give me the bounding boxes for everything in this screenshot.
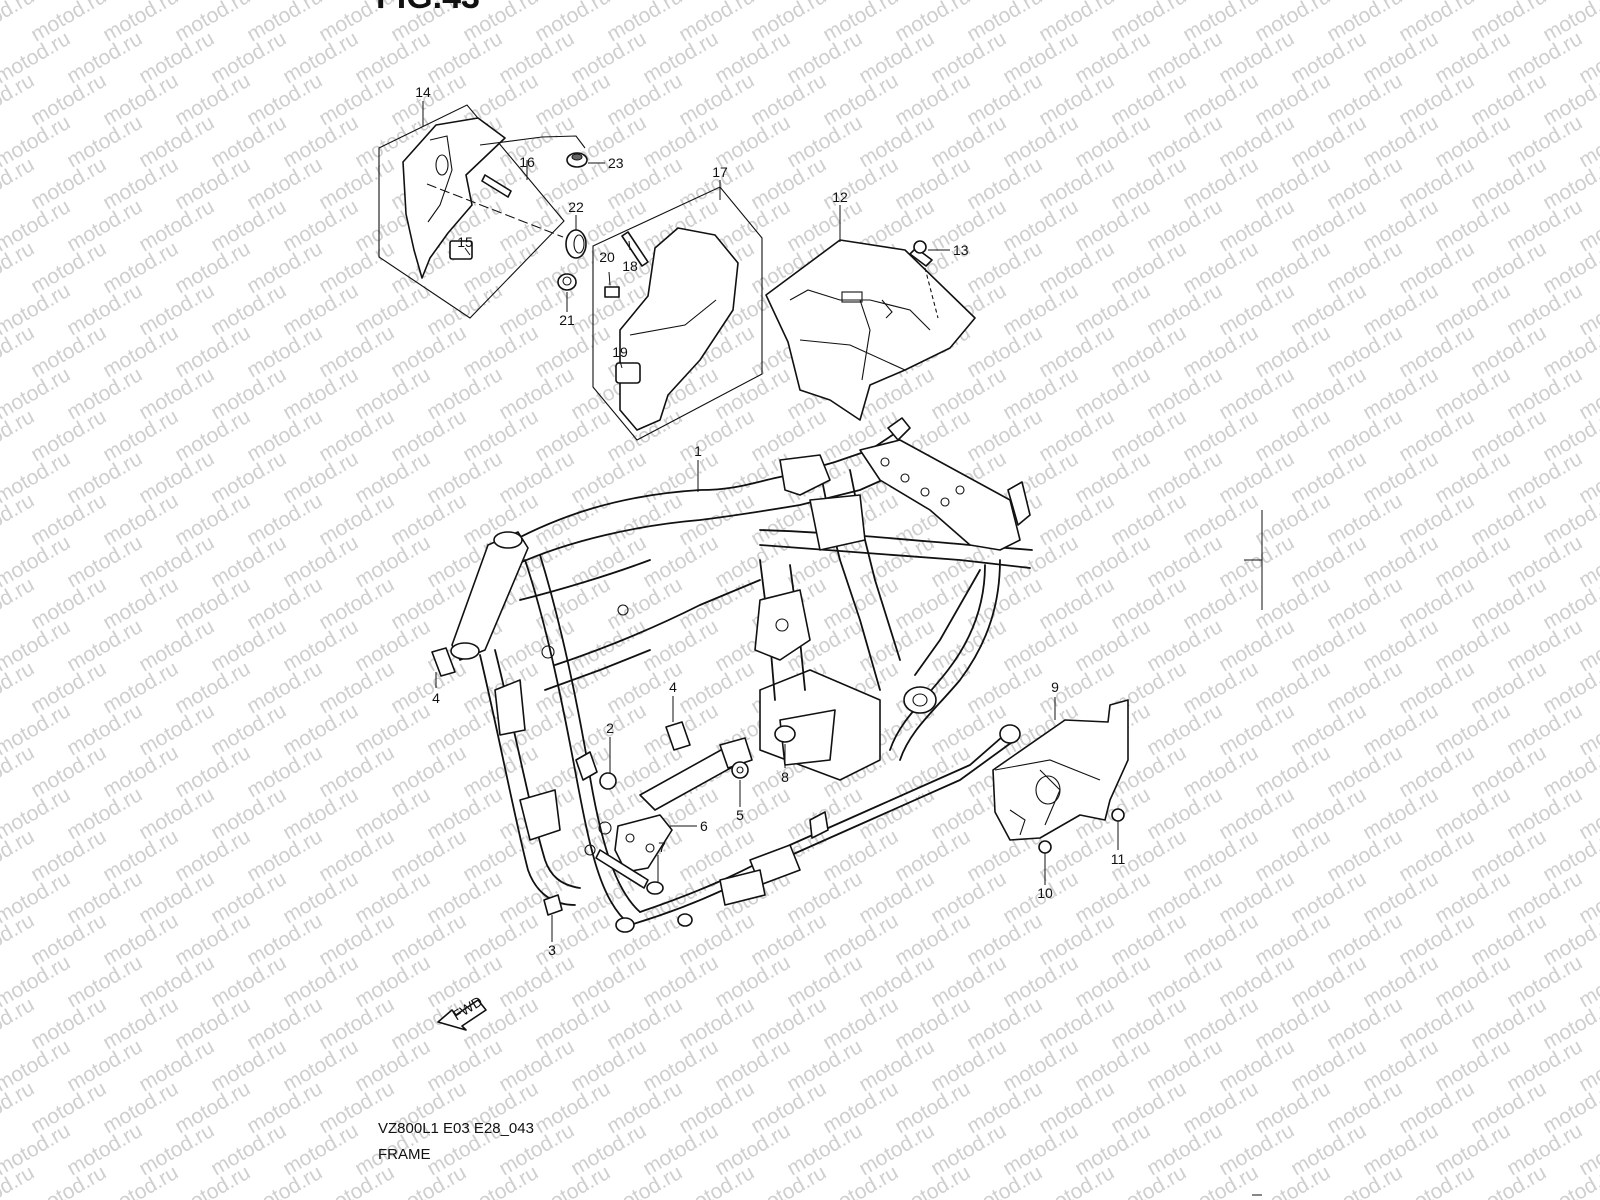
callout-21: 21 [559, 312, 575, 328]
part-5-nut [731, 761, 749, 779]
part-3-bolt [543, 894, 563, 916]
part-4-bolt-center [665, 721, 691, 751]
part-13-bolt [909, 247, 933, 267]
callout-11: 11 [1111, 851, 1126, 867]
callout-17: 17 [712, 164, 728, 180]
callout-9: 9 [1051, 679, 1059, 695]
callout-14: 14 [415, 84, 431, 100]
callout-18: 18 [622, 258, 638, 274]
part-8-spacer [774, 725, 796, 743]
callout-1: 1 [694, 443, 702, 459]
callout-23: 23 [608, 155, 624, 171]
callout-16: 16 [519, 154, 535, 170]
rear-crossmember [859, 439, 1021, 551]
part-15-block [449, 240, 473, 260]
callout-4-center: 4 [669, 679, 677, 695]
part-19-cushion [615, 362, 641, 384]
battery-case-group [765, 239, 976, 421]
callout-2: 2 [606, 720, 614, 736]
dash-axis-14 [426, 183, 564, 238]
callout-20: 20 [599, 249, 615, 265]
figure-title: FIG.43 [376, 0, 480, 17]
part-16-pin [481, 174, 512, 198]
callout-5: 5 [736, 807, 744, 823]
part-11-bolt [1111, 808, 1125, 822]
leader-lines [422, 101, 1119, 942]
callout-8: 8 [781, 769, 789, 785]
part-21-collar [557, 273, 577, 291]
part-9-bracket [992, 699, 1129, 841]
callout-12: 12 [832, 189, 848, 205]
watermark-text: motod.ru [1575, 0, 1600, 4]
callout-7: 7 [658, 839, 666, 855]
main-frame-group [450, 417, 1033, 933]
part-10-bolt [1038, 840, 1052, 854]
callout-4-left: 4 [432, 690, 440, 706]
callout-15: 15 [457, 234, 473, 250]
leader-14-to-23 [479, 135, 586, 149]
side-cover-part [402, 117, 506, 279]
callout-13: 13 [953, 242, 969, 258]
grommets-group [557, 152, 588, 291]
frame-backbone [504, 429, 901, 546]
part-18-strip [621, 231, 649, 267]
part-2-cap [599, 772, 617, 790]
hardware-group [431, 647, 796, 916]
part-7-long-bolt [595, 849, 649, 889]
seat-cover-group [592, 186, 763, 441]
callout-labels: 1 2 3 4 4 5 6 7 8 9 10 11 12 13 14 15 16… [415, 84, 1125, 958]
callout-6: 6 [700, 818, 708, 834]
callout-22: 22 [568, 199, 584, 215]
figure-caption: FRAME [378, 1146, 431, 1163]
callout-19: 19 [612, 344, 628, 360]
steering-head [451, 531, 529, 661]
group-box-14 [378, 104, 565, 319]
rear-bracket-group [992, 699, 1129, 854]
callout-3: 3 [548, 942, 556, 958]
model-code: VZ800L1 E03 E28_043 [378, 1120, 534, 1137]
part-17-cover [619, 227, 739, 431]
part-4-bolt-left [431, 647, 456, 677]
part-6-plate [614, 814, 673, 873]
part-22-damper [565, 229, 587, 259]
callout-10: 10 [1037, 885, 1053, 901]
part-20-clip [604, 286, 620, 298]
side-cover-group [378, 104, 586, 319]
